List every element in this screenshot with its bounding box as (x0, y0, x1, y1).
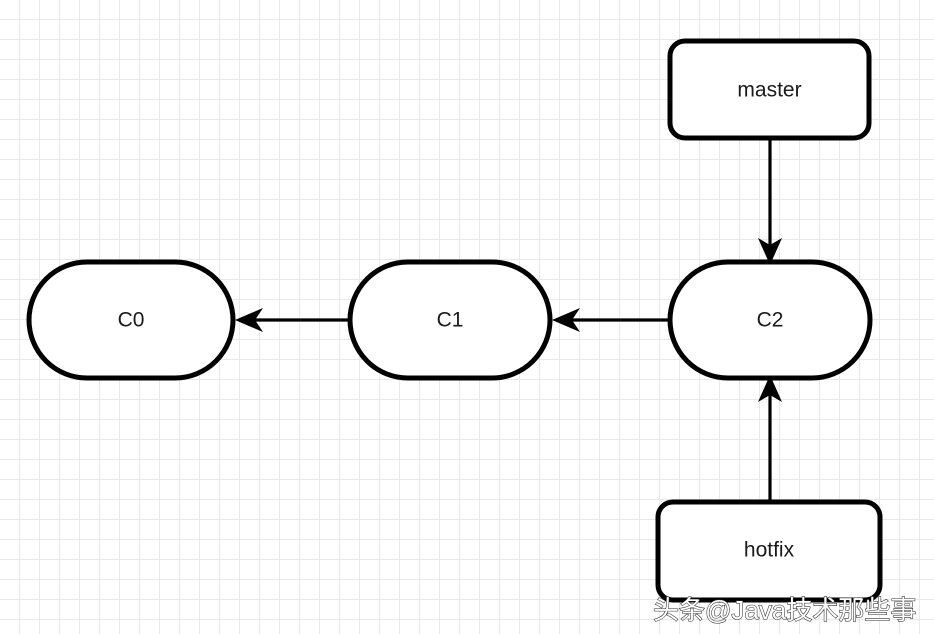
arrowhead-up-icon (758, 375, 782, 402)
node-master-shape[interactable] (667, 38, 872, 141)
node-c2-shape[interactable] (667, 259, 873, 381)
edge-c2-to-c1 (552, 308, 669, 332)
node-c1-label: C1 (437, 309, 464, 332)
node-c0-label: C0 (118, 309, 145, 332)
arrowhead-down-icon (758, 238, 782, 265)
arrowhead-left-icon (552, 308, 580, 332)
node-c1-shape[interactable] (347, 259, 553, 381)
node-hotfix[interactable]: hotfix (655, 499, 883, 603)
node-hotfix-shape[interactable] (655, 499, 883, 603)
node-c1[interactable]: C1 (347, 259, 553, 381)
node-c2-label: C2 (757, 309, 784, 332)
arrowhead-left-icon (235, 308, 263, 332)
edge-hotfix-to-c2 (758, 375, 782, 501)
node-c0[interactable]: C0 (26, 259, 236, 381)
node-c2[interactable]: C2 (667, 259, 873, 381)
node-master[interactable]: master (667, 38, 872, 141)
node-hotfix-label: hotfix (744, 539, 795, 562)
edge-c1-to-c0 (235, 308, 349, 332)
node-c0-shape[interactable] (26, 259, 236, 381)
node-master-label: master (737, 79, 801, 102)
watermark: 头条@Java技术那些事 (653, 595, 916, 625)
edge-master-to-c2 (758, 139, 782, 265)
